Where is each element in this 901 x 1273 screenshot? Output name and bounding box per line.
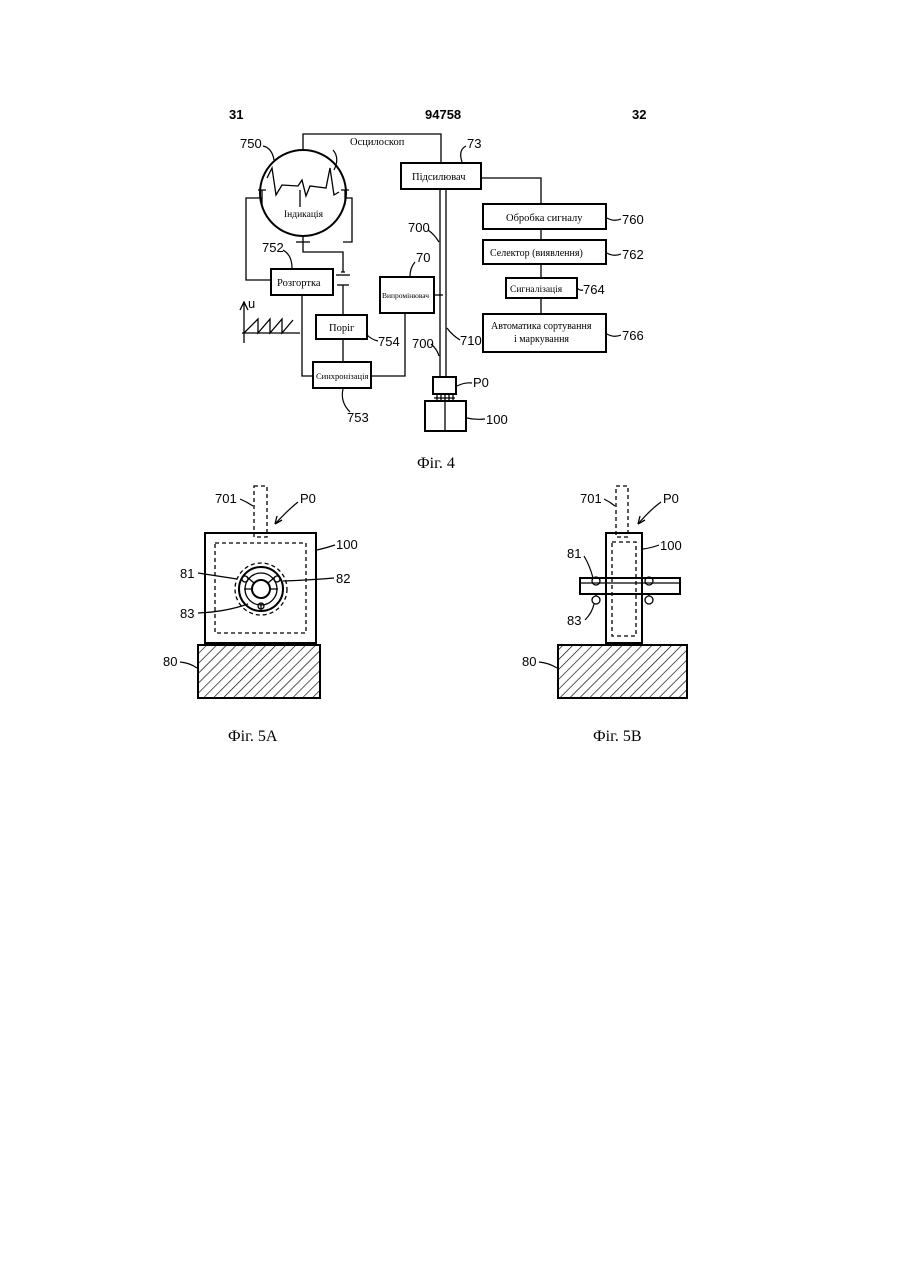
ref-700-upper: 700 [408, 220, 430, 235]
ref-752: 752 [262, 240, 284, 255]
fig5b-ref-83: 83 [567, 613, 581, 628]
fig5a-ref-100: 100 [336, 537, 358, 552]
amplifier-label: Підсилювач [412, 172, 466, 183]
emitter-label: Випромінювач [382, 291, 429, 300]
ref-753: 753 [347, 410, 369, 425]
signal-processing-label: Обробка сигналу [506, 213, 583, 224]
ref-70: 70 [416, 250, 430, 265]
ref-710: 710 [460, 333, 482, 348]
page-number-right: 32 [632, 107, 646, 122]
fig5b-ref-81: 81 [567, 546, 581, 561]
sync-label: Синхронізація [316, 371, 368, 381]
fig5a-ref-82: 82 [336, 571, 350, 586]
sawtooth-signal: u [240, 296, 300, 343]
probe-p0 [433, 377, 456, 394]
ref-700-lower: 700 [412, 336, 434, 351]
page-header: 31 94758 32 [229, 107, 646, 122]
base-80 [198, 645, 320, 698]
fig5b-ref-701: 701 [580, 491, 602, 506]
figure-4-caption: Фіг. 4 [417, 455, 455, 472]
ref-760: 760 [622, 212, 644, 227]
automation-label-line1: Автоматика сортування [491, 321, 592, 332]
probe-701-dashed-b [616, 486, 628, 537]
ref-766: 766 [622, 328, 644, 343]
housing-100 [205, 533, 316, 643]
fig5b-ref-80: 80 [522, 654, 536, 669]
patent-number: 94758 [425, 107, 461, 122]
figure-4-block-diagram: Осцилоскоп Індикація 750 Розгортка 752 [240, 134, 644, 472]
ref-764: 764 [583, 282, 605, 297]
figure-5b: 701 P0 100 81 83 80 Фіг. 5B [522, 486, 687, 745]
fig5b-ref-p0: P0 [663, 491, 679, 506]
page-number-left: 31 [229, 107, 243, 122]
fig5a-ref-83: 83 [180, 606, 194, 621]
fig5a-ref-80: 80 [163, 654, 177, 669]
figure-5a-caption: Фіг. 5A [228, 728, 278, 745]
selector-label: Селектор (виявлення) [490, 248, 583, 259]
ref-p0: P0 [473, 375, 489, 390]
axis-u-label: u [248, 296, 255, 311]
automation-block [483, 314, 606, 352]
inner-dashed-frame [215, 543, 306, 633]
oscilloscope-label: Осцилоскоп [350, 137, 405, 148]
ring-assembly [235, 563, 287, 615]
ref-73: 73 [467, 136, 481, 151]
automation-label-line2: і маркування [514, 334, 569, 345]
figure-5a: 701 P0 100 81 82 83 80 Фіг. 5A [163, 486, 358, 745]
fig5a-ref-701: 701 [215, 491, 237, 506]
indication-label: Індикація [284, 210, 324, 220]
ref-100: 100 [486, 412, 508, 427]
sweep-label: Розгортка [277, 278, 321, 289]
threshold-label: Поріг [329, 323, 355, 334]
fig5a-ref-81: 81 [180, 566, 194, 581]
figure-5b-caption: Фіг. 5B [593, 728, 642, 745]
probe-701-dashed [254, 486, 267, 537]
base-80-b [558, 645, 687, 698]
fig5b-ref-100: 100 [660, 538, 682, 553]
signalling-label: Сигналізація [510, 285, 563, 295]
fig5a-ref-p0: P0 [300, 491, 316, 506]
ref-754: 754 [378, 334, 400, 349]
ref-750: 750 [240, 136, 262, 151]
crt-display: Індикація 750 [240, 136, 349, 236]
crt-sweep-loop [246, 198, 270, 280]
crossbar [580, 578, 680, 594]
ref-762: 762 [622, 247, 644, 262]
column-inner-dashed [612, 542, 636, 636]
